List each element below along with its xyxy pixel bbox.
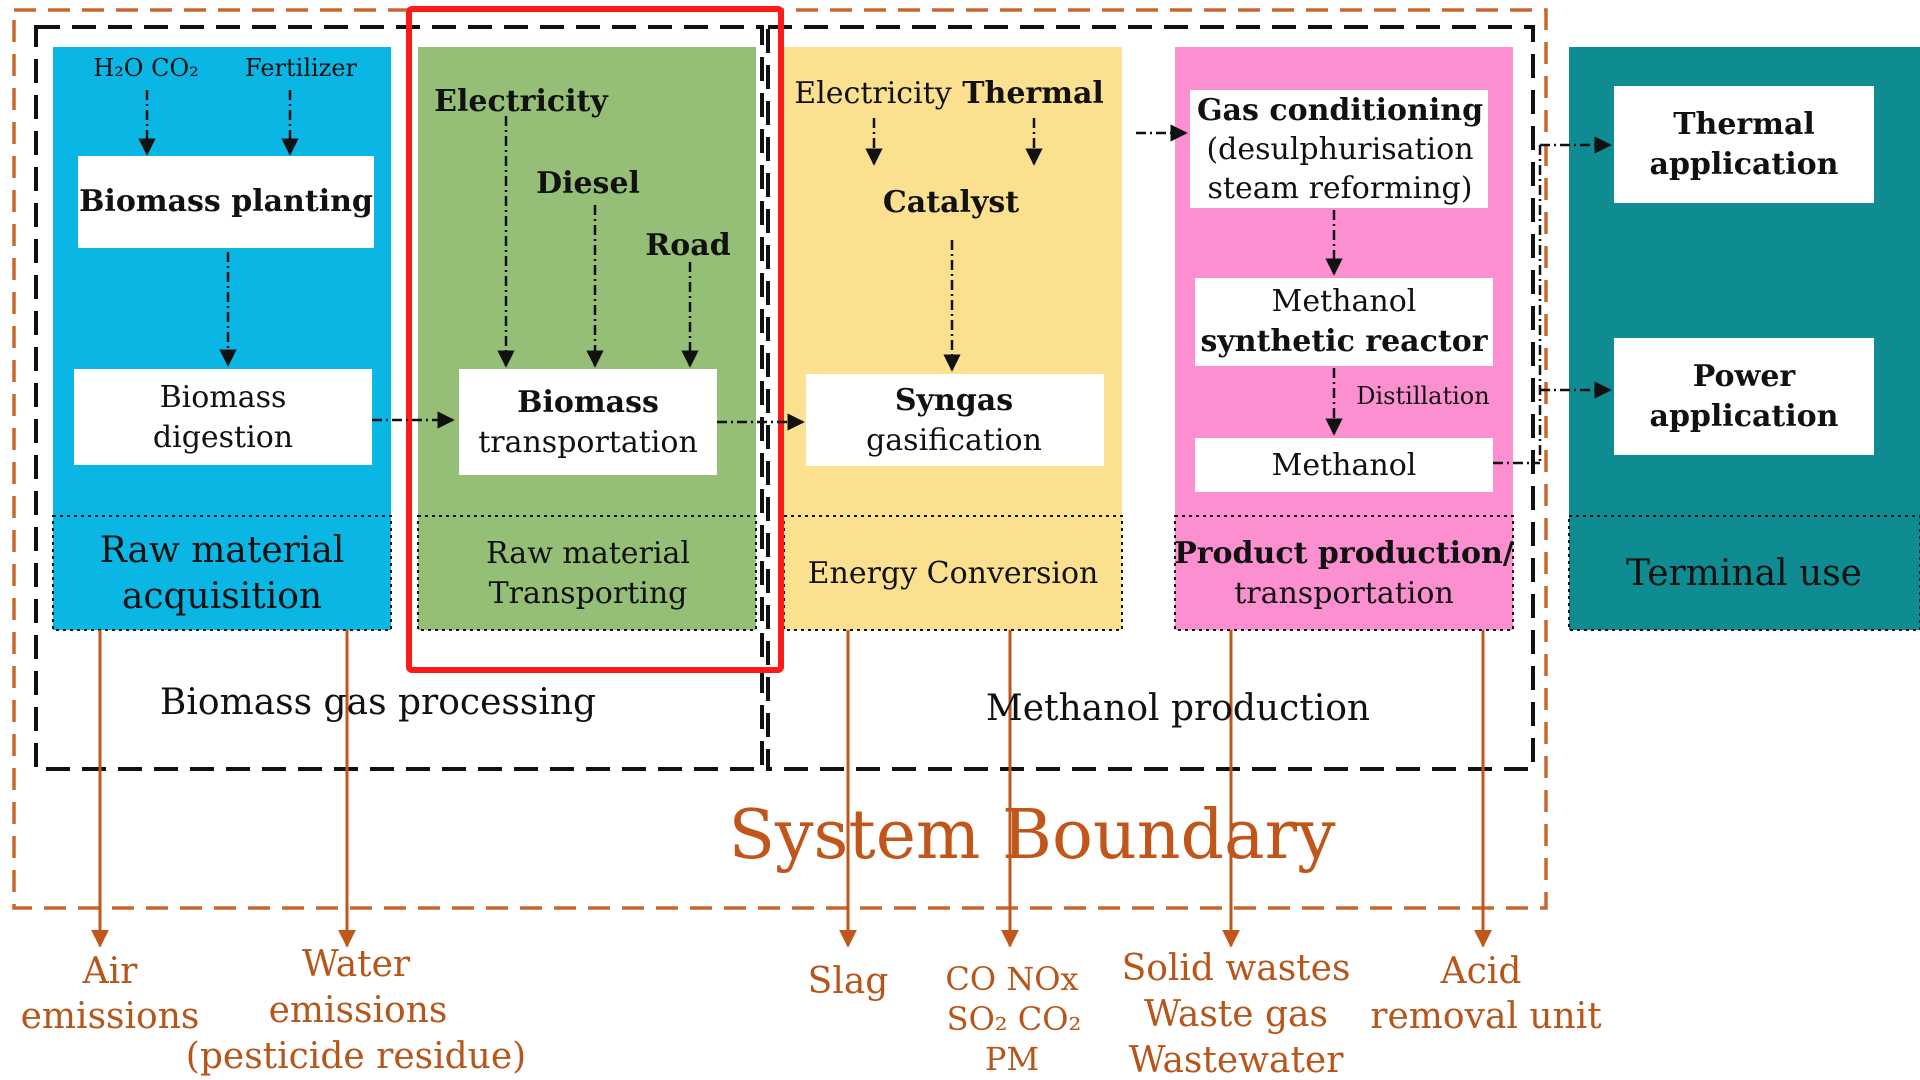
stage-raw-transporting-1: Raw material (486, 536, 690, 571)
group-label-biomass-gas: Biomass gas processing (160, 682, 596, 723)
output-water-1: Water (302, 944, 411, 985)
panel-raw-acquisition (53, 47, 391, 630)
output-water-3: (pesticide residue) (186, 1036, 526, 1077)
panel-transport (418, 47, 756, 630)
text-power-application-1: Power (1693, 359, 1797, 394)
text-biomass-digestion-2: digestion (153, 420, 293, 455)
box-biomass-planting (78, 156, 374, 248)
text-biomass-transportation-2: transportation (478, 425, 698, 460)
output-air-2: emissions (21, 996, 200, 1037)
box-biomass-transportation (459, 369, 717, 475)
input-road: Road (645, 228, 730, 263)
highlight-transport (406, 6, 784, 673)
stage-product-production-2: transportation (1234, 576, 1454, 611)
output-solid-2: Waste gas (1144, 994, 1328, 1035)
panel-energy (784, 47, 1122, 630)
label-distillation: Distillation (1356, 382, 1489, 410)
stage-energy-conversion: Energy Conversion (808, 556, 1099, 591)
flow-arrows (138, 90, 1612, 436)
output-gas-1: CO NOx (945, 960, 1078, 998)
output-air-1: Air (82, 951, 139, 992)
input-fertilizer: Fertilizer (245, 54, 358, 82)
box-syngas-gasification (806, 374, 1104, 466)
output-gas-3: PM (985, 1040, 1039, 1078)
input-diesel: Diesel (536, 166, 640, 201)
output-gas-2: SO₂ CO₂ (947, 1000, 1082, 1038)
box-power-application (1614, 338, 1874, 455)
text-biomass-planting: Biomass planting (79, 184, 373, 219)
text-thermal-application-2: application (1650, 147, 1839, 182)
text-gas-conditioning-1: Gas conditioning (1197, 93, 1483, 128)
text-biomass-transportation-1: Biomass (517, 385, 659, 420)
emission-arrows (91, 630, 1492, 948)
text-gas-conditioning-3: steam reforming) (1208, 171, 1473, 206)
output-solid-3: Wastewater (1129, 1040, 1345, 1080)
stage-product-production-1: Product production/ (1174, 536, 1514, 571)
text-methanol-reactor-1: Methanol (1272, 284, 1417, 319)
stage-box-terminal (1568, 515, 1920, 631)
stage-box-product (1174, 515, 1514, 631)
output-solid-1: Solid wastes (1122, 948, 1351, 989)
input-catalyst: Catalyst (883, 185, 1019, 220)
box-methanol (1195, 438, 1493, 492)
output-slag: Slag (808, 961, 889, 1002)
group-frame-biomass-gas (34, 25, 764, 771)
group-frame-methanol (766, 25, 1535, 771)
output-water-2: emissions (269, 990, 448, 1031)
group-label-methanol: Methanol production (986, 688, 1370, 729)
text-biomass-digestion-1: Biomass (160, 380, 287, 415)
stage-terminal-use: Terminal use (1626, 553, 1862, 594)
text-gas-conditioning-2: (desulphurisation (1206, 132, 1473, 167)
text-thermal-application-1: Thermal (1673, 107, 1815, 142)
input-electricity-transport: Electricity (434, 84, 609, 119)
text-methanol: Methanol (1272, 448, 1417, 483)
text-syngas-2: gasification (866, 423, 1042, 458)
output-acid-1: Acid (1440, 951, 1522, 992)
input-thermal: Thermal (962, 76, 1104, 111)
stage-box-transport (417, 515, 757, 631)
box-thermal-application (1614, 86, 1874, 203)
box-biomass-digestion (74, 369, 372, 465)
text-methanol-reactor-2: synthetic reactor (1200, 324, 1488, 359)
text-syngas-1: Syngas (895, 383, 1013, 418)
input-h2o-co2: H₂O CO₂ (93, 54, 199, 82)
stage-box-raw-acquisition (52, 515, 392, 631)
input-electricity-energy: Electricity (794, 76, 951, 111)
stage-raw-acquisition-1: Raw material (100, 530, 345, 571)
stage-raw-transporting-2: Transporting (489, 576, 688, 611)
output-acid-2: removal unit (1370, 996, 1602, 1037)
box-methanol-reactor (1195, 278, 1493, 366)
box-gas-conditioning (1190, 90, 1488, 208)
system-boundary-label: System Boundary (728, 796, 1336, 875)
text-power-application-2: application (1650, 399, 1839, 434)
connector-lines (1493, 145, 1542, 465)
stage-raw-acquisition-2: acquisition (122, 576, 322, 617)
